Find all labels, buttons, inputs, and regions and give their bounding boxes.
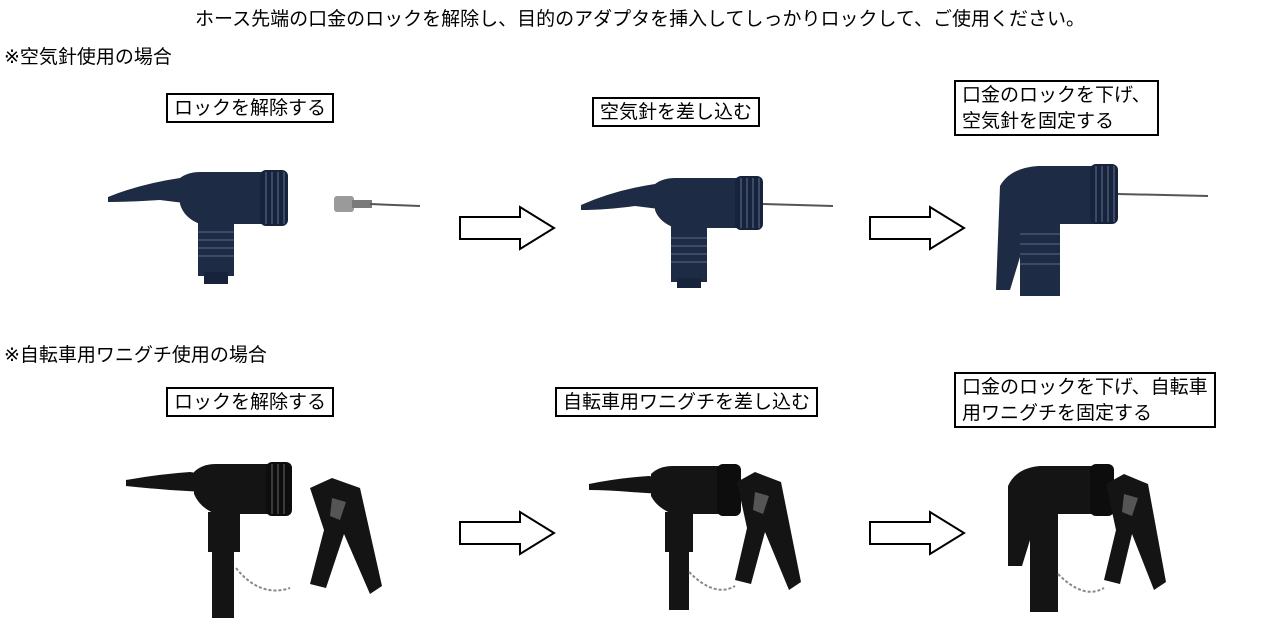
right-arrow-icon [868,205,968,251]
right-arrow-icon [868,510,968,556]
step-label-line: 口金のロックを下げ、自転車 [962,376,1208,398]
nozzle-needle-locked-image [990,160,1220,305]
step-label-line: ロックを解除する [174,97,327,119]
step-label-line: 用ワニグチを固定する [962,402,1153,424]
step-label-line: 空気針を差し込む [600,101,753,123]
step-label-line: 口金のロックを下げ、 [962,84,1151,106]
section-heading-air-needle: ※空気針使用の場合 [4,46,172,68]
step-label-line: 自転車用ワニグチを差し込む [563,391,811,413]
nozzle-clip-locked-image [1000,462,1180,614]
section-heading-bike-clip: ※自転車用ワニグチ使用の場合 [4,344,267,366]
step-label-line: ロックを解除する [174,391,327,413]
instruction-text: ホース先端の口金のロックを解除し、目的のアダプタを挿入してしっかりロックして、ご… [195,8,1085,30]
step-label-unlock: ロックを解除する [166,93,335,123]
nozzle-unlocked-image [100,160,440,290]
step-label-unlock: ロックを解除する [166,387,335,417]
nozzle-clip-inserted-image [585,462,825,612]
nozzle-needle-inserted-image [575,170,845,290]
right-arrow-icon [458,510,558,556]
step-label-line: 空気針を固定する [962,110,1115,132]
step-label-insert-clip: 自転車用ワニグチを差し込む [555,387,819,417]
step-label-lock-clip: 口金のロックを下げ、自転車 用ワニグチを固定する [954,372,1216,428]
nozzle-unlocked-clip-image [120,458,410,618]
right-arrow-icon [458,205,558,251]
step-label-insert-needle: 空気針を差し込む [592,97,761,127]
step-label-lock-needle: 口金のロックを下げ、 空気針を固定する [954,80,1159,136]
